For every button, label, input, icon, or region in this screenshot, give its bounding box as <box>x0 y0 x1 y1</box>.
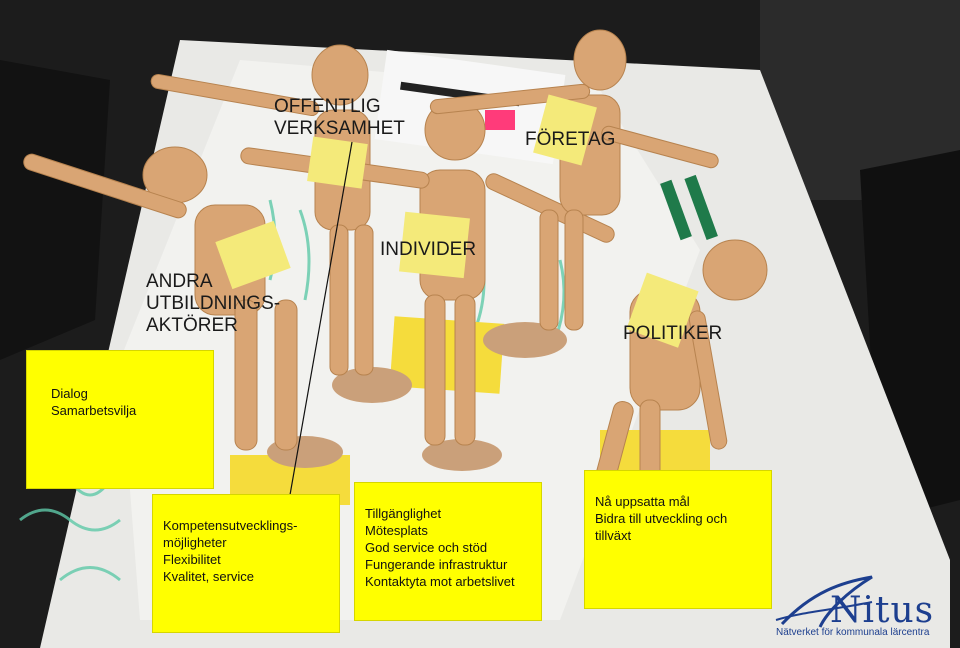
note-kompetens-text: Kompetensutvecklings- möjligheter Flexib… <box>163 518 298 584</box>
note-kompetens: Kompetensutvecklings- möjligheter Flexib… <box>152 494 340 633</box>
note-uppsatta-mal: Nå uppsatta mål Bidra till utveckling oc… <box>584 470 772 609</box>
note-tillganglighet: Tillgänglighet Mötesplats God service oc… <box>354 482 542 621</box>
arrow-line <box>286 141 353 513</box>
logo-tagline: Nätverket för kommunala lärcentra <box>776 627 930 638</box>
note-dialog-text: Dialog Samarbetsvilja <box>51 386 137 418</box>
logo-wordmark: Nitus <box>830 590 935 631</box>
label-andra-utbildningsaktorer: ANDRA UTBILDNINGS- AKTÖRER <box>146 271 281 336</box>
label-offentlig-verksamhet: OFFENTLIG VERKSAMHET <box>274 96 405 139</box>
note-tillganglighet-text: Tillgänglighet Mötesplats God service oc… <box>365 506 515 589</box>
chair-left <box>0 60 110 360</box>
note-dialog: Dialog Samarbetsvilja <box>26 350 214 489</box>
label-individer: INDIVIDER <box>380 239 477 260</box>
note-uppsatta-mal-text: Nå uppsatta mål Bidra till utveckling oc… <box>595 494 728 543</box>
label-politiker: POLITIKER <box>623 323 723 344</box>
nitus-logo-icon <box>775 575 873 628</box>
label-foretag: FÖRETAG <box>525 129 616 150</box>
